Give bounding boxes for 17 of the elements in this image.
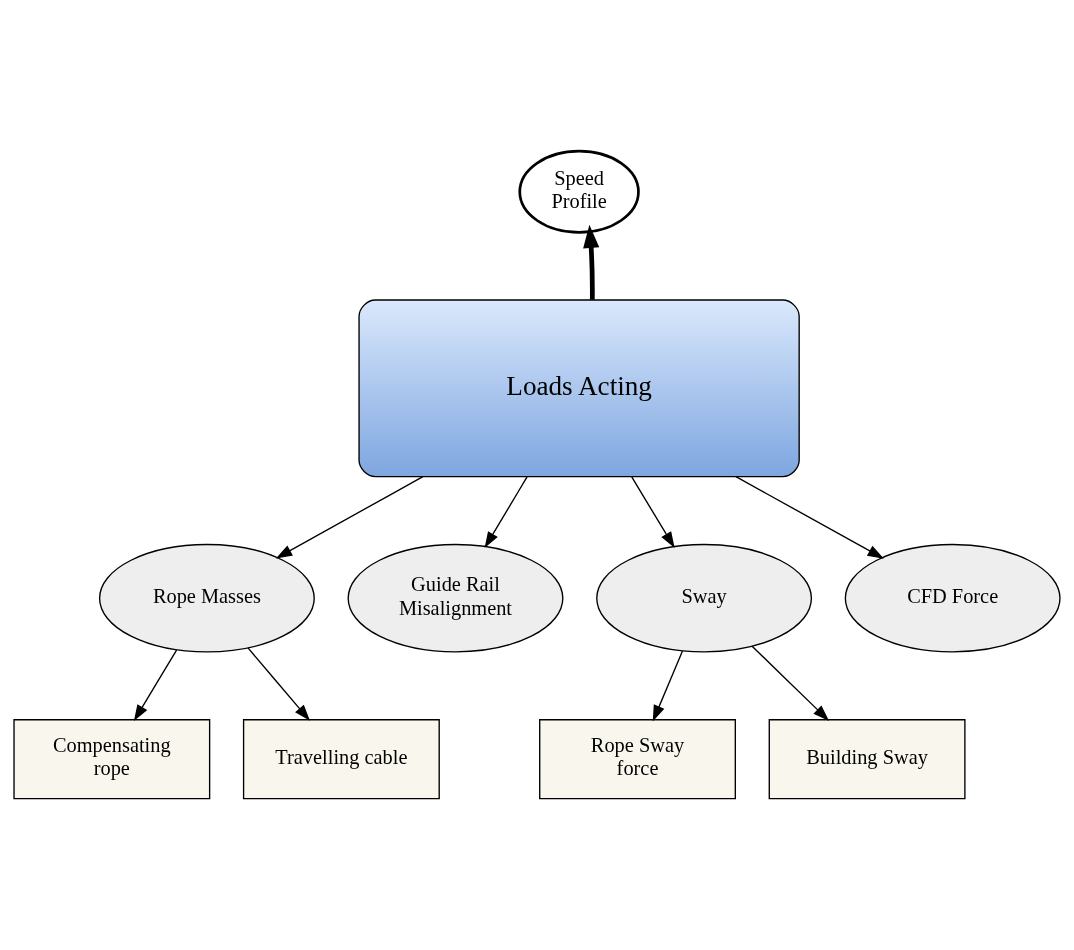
arrow — [652, 650, 684, 722]
arrow — [583, 224, 600, 300]
arrow — [484, 476, 528, 549]
node-box: Loads Acting — [358, 299, 800, 478]
arrow — [247, 647, 310, 721]
node-box: Travelling cable — [242, 719, 440, 800]
arrow — [133, 649, 178, 722]
node-ellipse: Guide Rail Misalignment — [347, 543, 564, 653]
node-box: Compensating rope — [13, 719, 211, 800]
node-ellipse: Speed Profile — [518, 149, 640, 234]
arrow — [631, 476, 675, 549]
arrow — [735, 475, 884, 559]
node-ellipse: Sway — [596, 543, 813, 653]
arrow — [275, 475, 424, 559]
arrow — [751, 645, 830, 721]
node-box: Building Sway — [768, 719, 966, 800]
node-box: Rope Sway force — [539, 719, 736, 800]
